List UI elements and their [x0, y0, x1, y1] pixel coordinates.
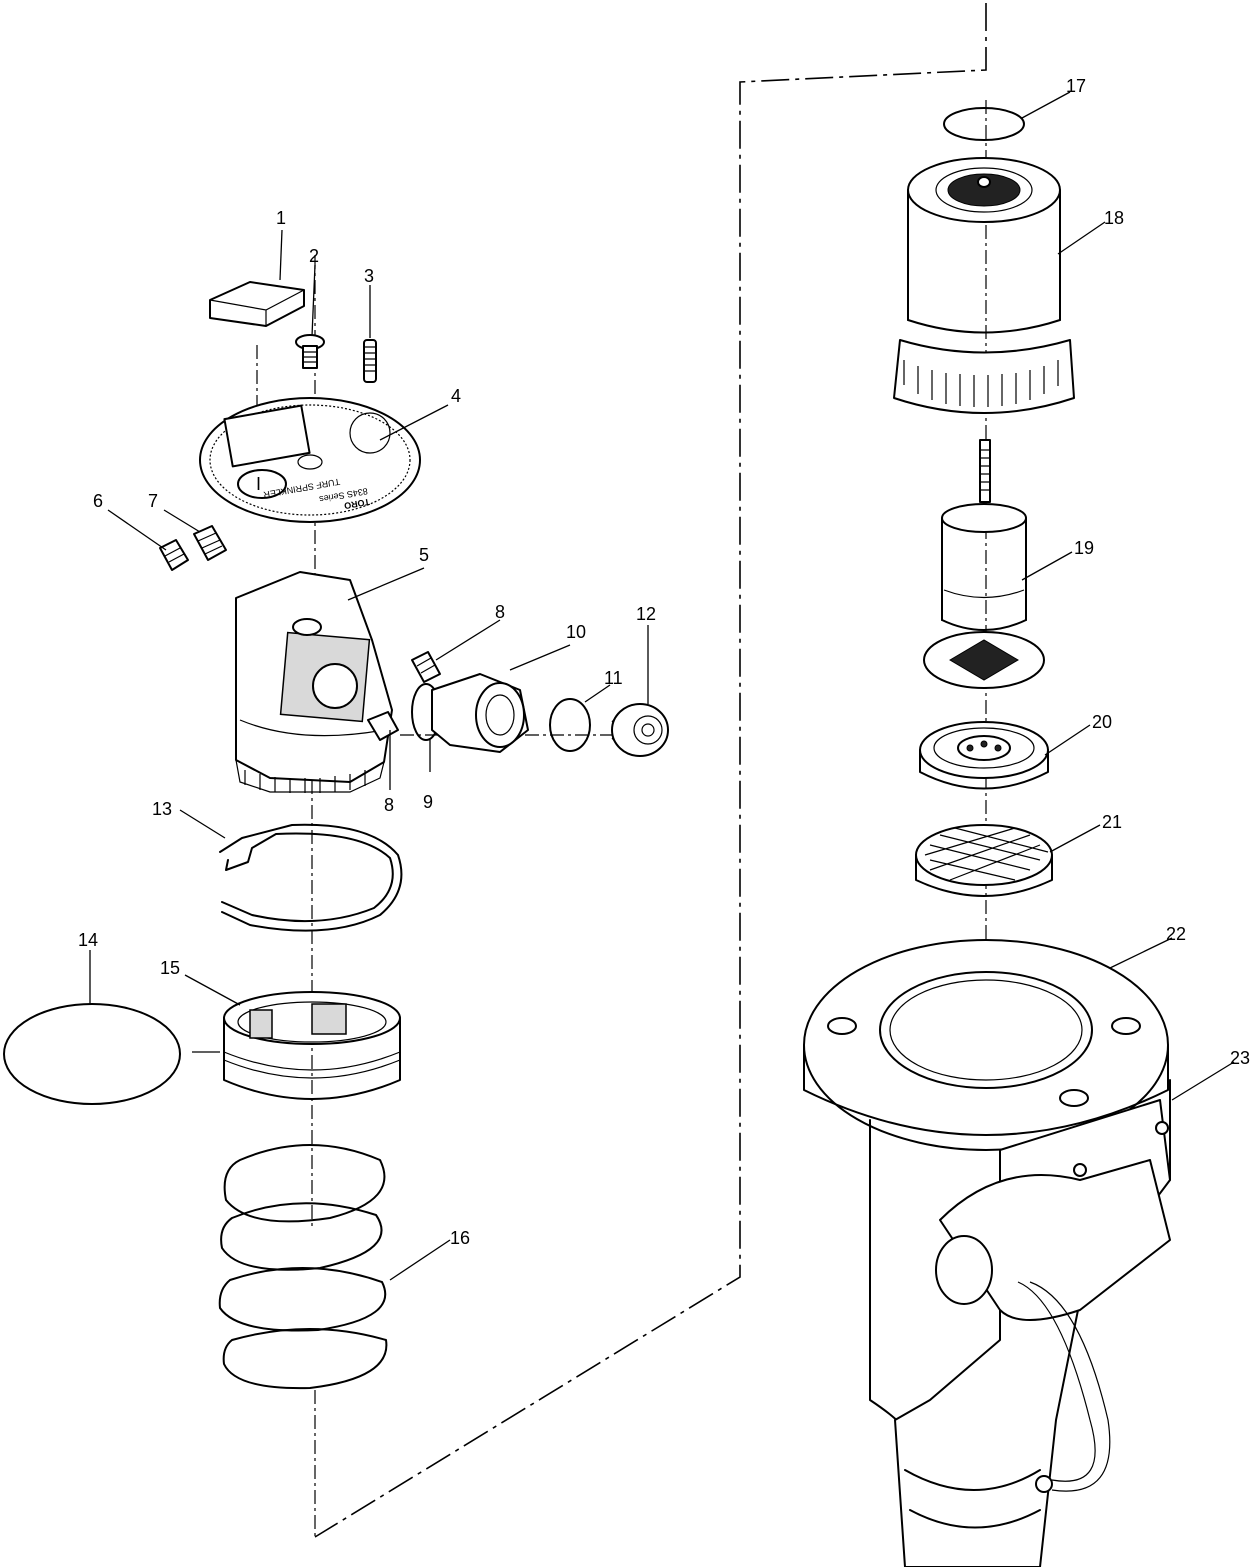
- callout-2: 2: [309, 246, 319, 266]
- callout-5: 5: [419, 545, 429, 565]
- callout-labels: 1 2 3 4 5 6 7 8 8 9 10 11 12 13 14 15 16…: [78, 76, 1250, 1248]
- callout-8-lower: 8: [384, 795, 394, 815]
- part-1-cover: [209, 281, 305, 327]
- callout-6: 6: [93, 491, 103, 511]
- callout-12: 12: [636, 604, 656, 624]
- part-4-dial-plate: I 834S Series TORO TURF SPRINKLER: [199, 397, 421, 523]
- part-12-nozzle-plug: [611, 703, 669, 757]
- part-2-screw: [295, 334, 325, 369]
- part-17-oring: [943, 107, 1025, 141]
- callout-19: 19: [1074, 538, 1094, 558]
- callout-14: 14: [78, 930, 98, 950]
- callout-18: 18: [1104, 208, 1124, 228]
- part-13-snap-ring: [219, 823, 403, 932]
- part-10-fitting: [431, 673, 529, 753]
- part-5-body: [235, 571, 393, 793]
- part-11-oring: [549, 698, 591, 752]
- dial-brand-text: TORO: [343, 497, 370, 511]
- part-6-plug: [159, 539, 189, 571]
- callout-3: 3: [364, 266, 374, 286]
- callout-13: 13: [152, 799, 172, 819]
- callout-22: 22: [1166, 924, 1186, 944]
- part-18-cap: [893, 157, 1075, 414]
- part-19-turret: [923, 439, 1045, 689]
- part-23-valve-body: [869, 1079, 1171, 1567]
- callout-20: 20: [1092, 712, 1112, 732]
- callout-9: 9: [423, 792, 433, 812]
- part-15-housing-ring: [223, 991, 401, 1100]
- dial-cap-letter: I: [256, 474, 261, 494]
- part-8-plug-upper: [411, 651, 441, 683]
- part-7-plug: [193, 525, 227, 561]
- part-20-retainer: [919, 721, 1049, 790]
- callout-11: 11: [604, 668, 623, 688]
- callout-1: 1: [276, 208, 286, 228]
- callout-7: 7: [148, 491, 158, 511]
- callout-16: 16: [450, 1228, 470, 1248]
- part-3-set-screw: [363, 339, 377, 383]
- callout-17: 17: [1066, 76, 1086, 96]
- part-16-spring: [218, 1144, 388, 1390]
- callout-15: 15: [160, 958, 180, 978]
- part-21-screen: [915, 824, 1053, 897]
- callout-8-upper: 8: [495, 602, 505, 622]
- part-14-large-oring: [3, 1003, 181, 1105]
- phantom-separation-line: [314, 3, 987, 1538]
- callout-4: 4: [451, 386, 461, 406]
- part-22-flange: [803, 939, 1169, 1151]
- callout-23: 23: [1230, 1048, 1250, 1068]
- callout-21: 21: [1102, 812, 1122, 832]
- leader-lines: [89, 91, 1235, 1281]
- callout-10: 10: [566, 622, 586, 642]
